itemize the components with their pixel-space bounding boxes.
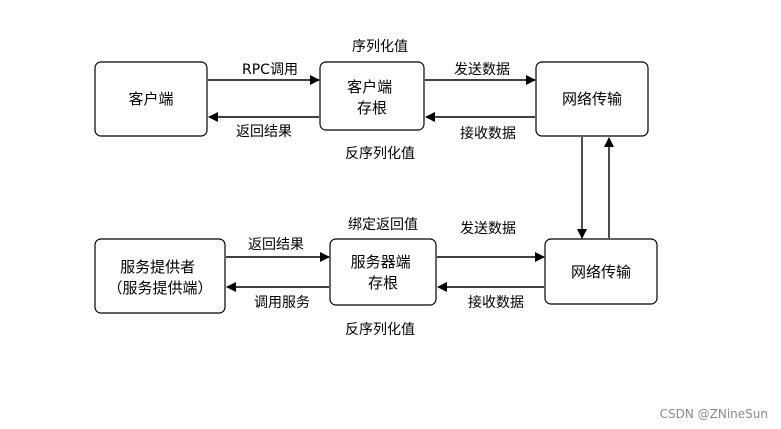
- provider-node: 服务提供者 （服务提供端）: [94, 238, 226, 314]
- provider-node-line-2: （服务提供端）: [107, 279, 212, 297]
- provider-node-label: 服务提供者 （服务提供端）: [107, 258, 212, 297]
- client-node-line-1: 客户端: [128, 90, 173, 108]
- network-top-node-label: 网络传输: [562, 90, 622, 108]
- client-stub-node: 客户端 存根: [319, 61, 425, 131]
- label-bind-return-value: 绑定返回值: [348, 217, 418, 233]
- label-invoke-service: 调用服务: [254, 295, 310, 311]
- label-return-result-bottom: 返回结果: [248, 237, 304, 253]
- network-bottom-node: 网络传输: [544, 238, 658, 305]
- client-node-label: 客户端: [128, 90, 173, 108]
- provider-node-line-1: 服务提供者: [120, 258, 195, 276]
- label-deserialize-top: 反序列化值: [345, 146, 415, 162]
- network-bottom-node-label: 网络传输: [571, 263, 631, 281]
- label-serialize-top: 序列化值: [352, 39, 408, 55]
- client-stub-node-label: 客户端 存根: [347, 78, 397, 117]
- client-node: 客户端: [94, 61, 208, 137]
- watermark: CSDN @ZNineSun: [659, 407, 768, 421]
- label-receive-data-top: 接收数据: [460, 125, 516, 142]
- server-stub-node-line-2: 存根: [368, 274, 398, 292]
- server-stub-node: 服务器端 存根: [329, 238, 437, 306]
- network-top-node: 网络传输: [535, 61, 649, 137]
- label-receive-data-bottom: 接收数据: [468, 294, 524, 311]
- client-stub-node-line-2: 存根: [357, 99, 387, 117]
- network-bottom-node-line-1: 网络传输: [571, 263, 631, 281]
- server-stub-node-label: 服务器端 存根: [351, 253, 416, 292]
- label-send-data-bottom: 发送数据: [460, 221, 516, 237]
- label-rpc-call: RPC调用: [242, 62, 298, 78]
- label-deserialize-bottom: 反序列化值: [345, 322, 415, 338]
- label-return-result-top: 返回结果: [236, 124, 292, 140]
- label-send-data-top: 发送数据: [454, 62, 510, 78]
- network-top-node-line-1: 网络传输: [562, 90, 622, 108]
- server-stub-node-line-1: 服务器端: [351, 253, 411, 271]
- client-stub-node-line-1: 客户端: [347, 78, 392, 96]
